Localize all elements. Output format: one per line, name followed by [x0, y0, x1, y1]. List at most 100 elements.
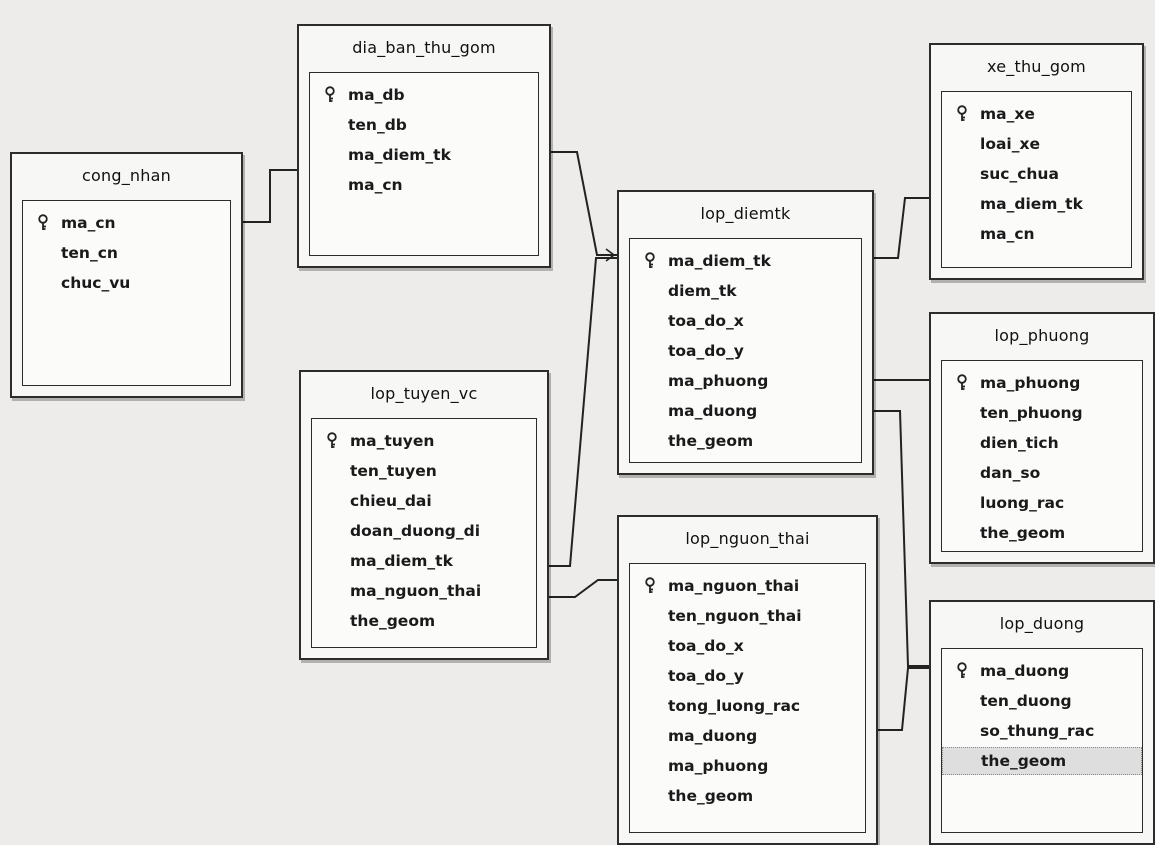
field-row[interactable]: ten_nguon_thai [630, 602, 865, 630]
field-row[interactable]: ten_tuyen [312, 457, 536, 485]
field-row[interactable]: loai_xe [942, 130, 1131, 158]
primary-key-icon [326, 432, 338, 449]
field-name: ma_cn [980, 225, 1035, 243]
field-row[interactable]: ma_phuong [630, 752, 865, 780]
field-row[interactable]: ten_cn [23, 239, 230, 267]
field-row[interactable]: ma_nguon_thai [630, 572, 865, 600]
field-name: ma_cn [61, 214, 116, 232]
field-name: toa_do_y [668, 667, 744, 685]
table-title: xe_thu_gom [987, 56, 1086, 76]
field-name: tong_luong_rac [668, 697, 801, 715]
field-name: so_thung_rac [980, 722, 1095, 740]
primary-key-icon [644, 577, 656, 594]
field-row[interactable]: ma_tuyen [312, 427, 536, 455]
field-name: ma_nguon_thai [668, 577, 800, 595]
primary-key-icon [956, 105, 968, 122]
field-row[interactable]: ten_duong [942, 687, 1142, 715]
field-row[interactable]: ten_db [310, 111, 538, 139]
field-name: diem_tk [668, 282, 737, 300]
table-title: cong_nhan [82, 165, 171, 185]
field-row[interactable]: toa_do_x [630, 632, 865, 660]
field-name: ma_diem_tk [980, 195, 1083, 213]
table-lop-nguon-thai[interactable]: lop_nguon_thai ma_nguon_thai ten_nguon_th… [617, 515, 878, 845]
field-row[interactable]: the_geom [312, 607, 536, 635]
field-row[interactable]: toa_do_x [630, 307, 861, 335]
field-row[interactable]: the_geom [942, 519, 1142, 547]
field-name: the_geom [668, 432, 754, 450]
table-title: lop_nguon_thai [685, 528, 810, 548]
table-cong-nhan[interactable]: cong_nhan ma_cn ten_cn chuc_vu [10, 152, 243, 398]
field-row[interactable]: ma_diem_tk [312, 547, 536, 575]
field-name: chieu_dai [350, 492, 432, 510]
field-name: ma_nguon_thai [350, 582, 482, 600]
field-row[interactable]: ma_phuong [942, 369, 1142, 397]
field-row[interactable]: ma_duong [630, 397, 861, 425]
field-row[interactable]: toa_do_y [630, 337, 861, 365]
field-row[interactable]: luong_rac [942, 489, 1142, 517]
field-row[interactable]: ma_duong [942, 657, 1142, 685]
rel-nguon-thai-duong [878, 667, 929, 731]
field-row[interactable]: ma_xe [942, 100, 1131, 128]
field-row[interactable]: so_thung_rac [942, 717, 1142, 745]
field-row[interactable]: tong_luong_rac [630, 692, 865, 720]
primary-key-icon [37, 214, 49, 231]
field-name: ma_cn [348, 176, 403, 194]
rel-tuyen-vc-diemtk [549, 257, 617, 567]
field-row[interactable]: chieu_dai [312, 487, 536, 515]
field-name: ten_duong [980, 692, 1072, 710]
field-name: suc_chua [980, 165, 1059, 183]
field-row[interactable]: dan_so [942, 459, 1142, 487]
rel-cong-nhan-dia-ban [243, 169, 297, 223]
table-lop-diemtk[interactable]: lop_diemtk ma_diem_tk diem_tk toa_do_x toa_… [617, 190, 874, 475]
field-name: doan_duong_di [350, 522, 481, 540]
field-row[interactable]: ma_nguon_thai [312, 577, 536, 605]
field-row[interactable]: dien_tich [942, 429, 1142, 457]
field-row[interactable]: the_geom [630, 782, 865, 810]
field-name: ma_duong [980, 662, 1070, 680]
field-row[interactable]: ma_db [310, 81, 538, 109]
field-row[interactable]: ma_cn [23, 209, 230, 237]
field-list: ma_duong ten_duong so_thung_rac the_geom [941, 648, 1143, 833]
field-name: ma_phuong [980, 374, 1081, 392]
field-row[interactable]: ten_phuong [942, 399, 1142, 427]
field-name: ma_phuong [668, 372, 769, 390]
field-name: the_geom [668, 787, 754, 805]
field-row[interactable]: ma_cn [942, 220, 1131, 248]
field-row[interactable]: ma_duong [630, 722, 865, 750]
field-row[interactable]: diem_tk [630, 277, 861, 305]
table-title: lop_phuong [994, 325, 1090, 345]
relationship-arrow-icon [605, 248, 616, 262]
field-row[interactable]: toa_do_y [630, 662, 865, 690]
field-list: ma_nguon_thai ten_nguon_thai toa_do_x toa_d… [629, 563, 866, 833]
field-row[interactable]: the_geom [942, 747, 1142, 775]
field-row[interactable]: ma_diem_tk [630, 247, 861, 275]
field-row[interactable]: ma_diem_tk [310, 141, 538, 169]
table-title: lop_duong [999, 613, 1085, 633]
field-row[interactable]: suc_chua [942, 160, 1131, 188]
field-name: ma_xe [980, 105, 1035, 123]
field-row[interactable]: ma_cn [310, 171, 538, 199]
field-list: ma_diem_tk diem_tk toa_do_x toa_do_y ma_phuo… [629, 238, 862, 463]
field-name: ten_phuong [980, 404, 1083, 422]
table-xe-thu-gom[interactable]: xe_thu_gom ma_xe loai_xe suc_chua ma_diem_t… [929, 43, 1144, 280]
field-row[interactable]: doan_duong_di [312, 517, 536, 545]
table-title: dia_ban_thu_gom [352, 37, 496, 57]
field-name: chuc_vu [61, 274, 131, 292]
field-row[interactable]: the_geom [630, 427, 861, 455]
table-title: lop_tuyen_vc [370, 383, 478, 403]
field-row[interactable]: ma_phuong [630, 367, 861, 395]
field-name: loai_xe [980, 135, 1040, 153]
field-row[interactable]: chuc_vu [23, 269, 230, 297]
table-title: lop_diemtk [700, 203, 791, 223]
field-row[interactable]: ma_diem_tk [942, 190, 1131, 218]
field-name: toa_do_x [668, 312, 744, 330]
rel-diemtk-xe [874, 197, 929, 259]
field-name: toa_do_x [668, 637, 744, 655]
